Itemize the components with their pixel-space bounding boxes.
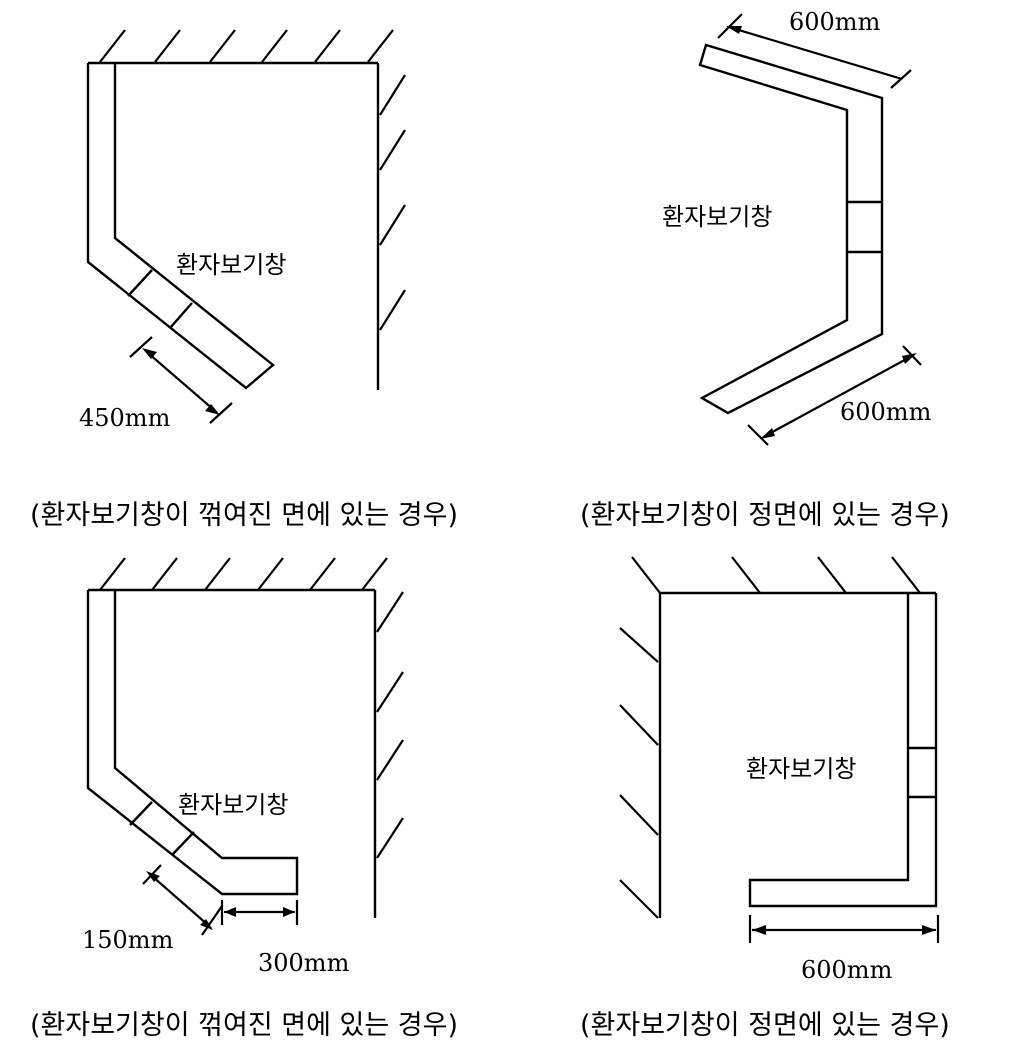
dimension-150	[142, 864, 223, 936]
window-divider-1	[129, 801, 153, 826]
panel-bottom-left: 환자보기창 150mm 300mm (환자보기창이 꺾여진 면에 있는 경우)	[30, 557, 458, 1041]
ceiling-wall-hatch	[99, 29, 394, 63]
side-wall-hatch	[619, 627, 659, 919]
dimension-label: 450mm	[79, 404, 171, 432]
counter-outline	[86, 63, 275, 390]
ceiling-wall-hatch	[631, 556, 921, 594]
window-divider-2	[171, 831, 195, 856]
dimension-diagonal-label: 150mm	[82, 926, 174, 954]
counter-outline	[748, 593, 938, 908]
caption: (환자보기창이 정면에 있는 경우)	[580, 500, 950, 531]
caption: (환자보기창이 꺾여진 면에 있는 경우)	[30, 500, 458, 531]
dimension-top-label: 600mm	[789, 8, 881, 36]
panel-bottom-right: 환자보기창 600mm (환자보기창이 정면에 있는 경우)	[580, 556, 950, 1041]
caption: (환자보기창이 꺾여진 면에 있는 경우)	[30, 1010, 458, 1041]
panel-top-left: 환자보기창 450mm (환자보기창이 꺾여진 면에 있는 경우)	[30, 29, 458, 531]
window-label: 환자보기창	[662, 203, 772, 231]
window-divider-2	[169, 302, 193, 329]
side-wall-hatch	[376, 591, 404, 859]
ceiling-wall-hatch	[99, 557, 388, 591]
dimension-450	[129, 336, 233, 424]
dimension-600	[748, 915, 940, 943]
dimension-top	[717, 13, 912, 89]
counter-outline	[86, 590, 299, 896]
window-divider-1	[127, 269, 153, 297]
panel-top-right: 환자보기창 600mm 600mm (환자보기창이 정면에 있는 경우)	[580, 8, 950, 531]
dimension-300	[220, 900, 299, 925]
dimension-bottom	[747, 345, 922, 446]
window-label: 환자보기창	[178, 791, 288, 819]
counter-outline	[698, 43, 884, 415]
dimension-bottom-label: 600mm	[840, 398, 932, 426]
window-label: 환자보기창	[176, 251, 286, 279]
side-wall-hatch	[379, 74, 406, 331]
dimension-horizontal-label: 300mm	[258, 949, 350, 977]
caption: (환자보기창이 정면에 있는 경우)	[580, 1010, 950, 1041]
dimension-label: 600mm	[801, 956, 893, 984]
window-label: 환자보기창	[746, 755, 856, 783]
